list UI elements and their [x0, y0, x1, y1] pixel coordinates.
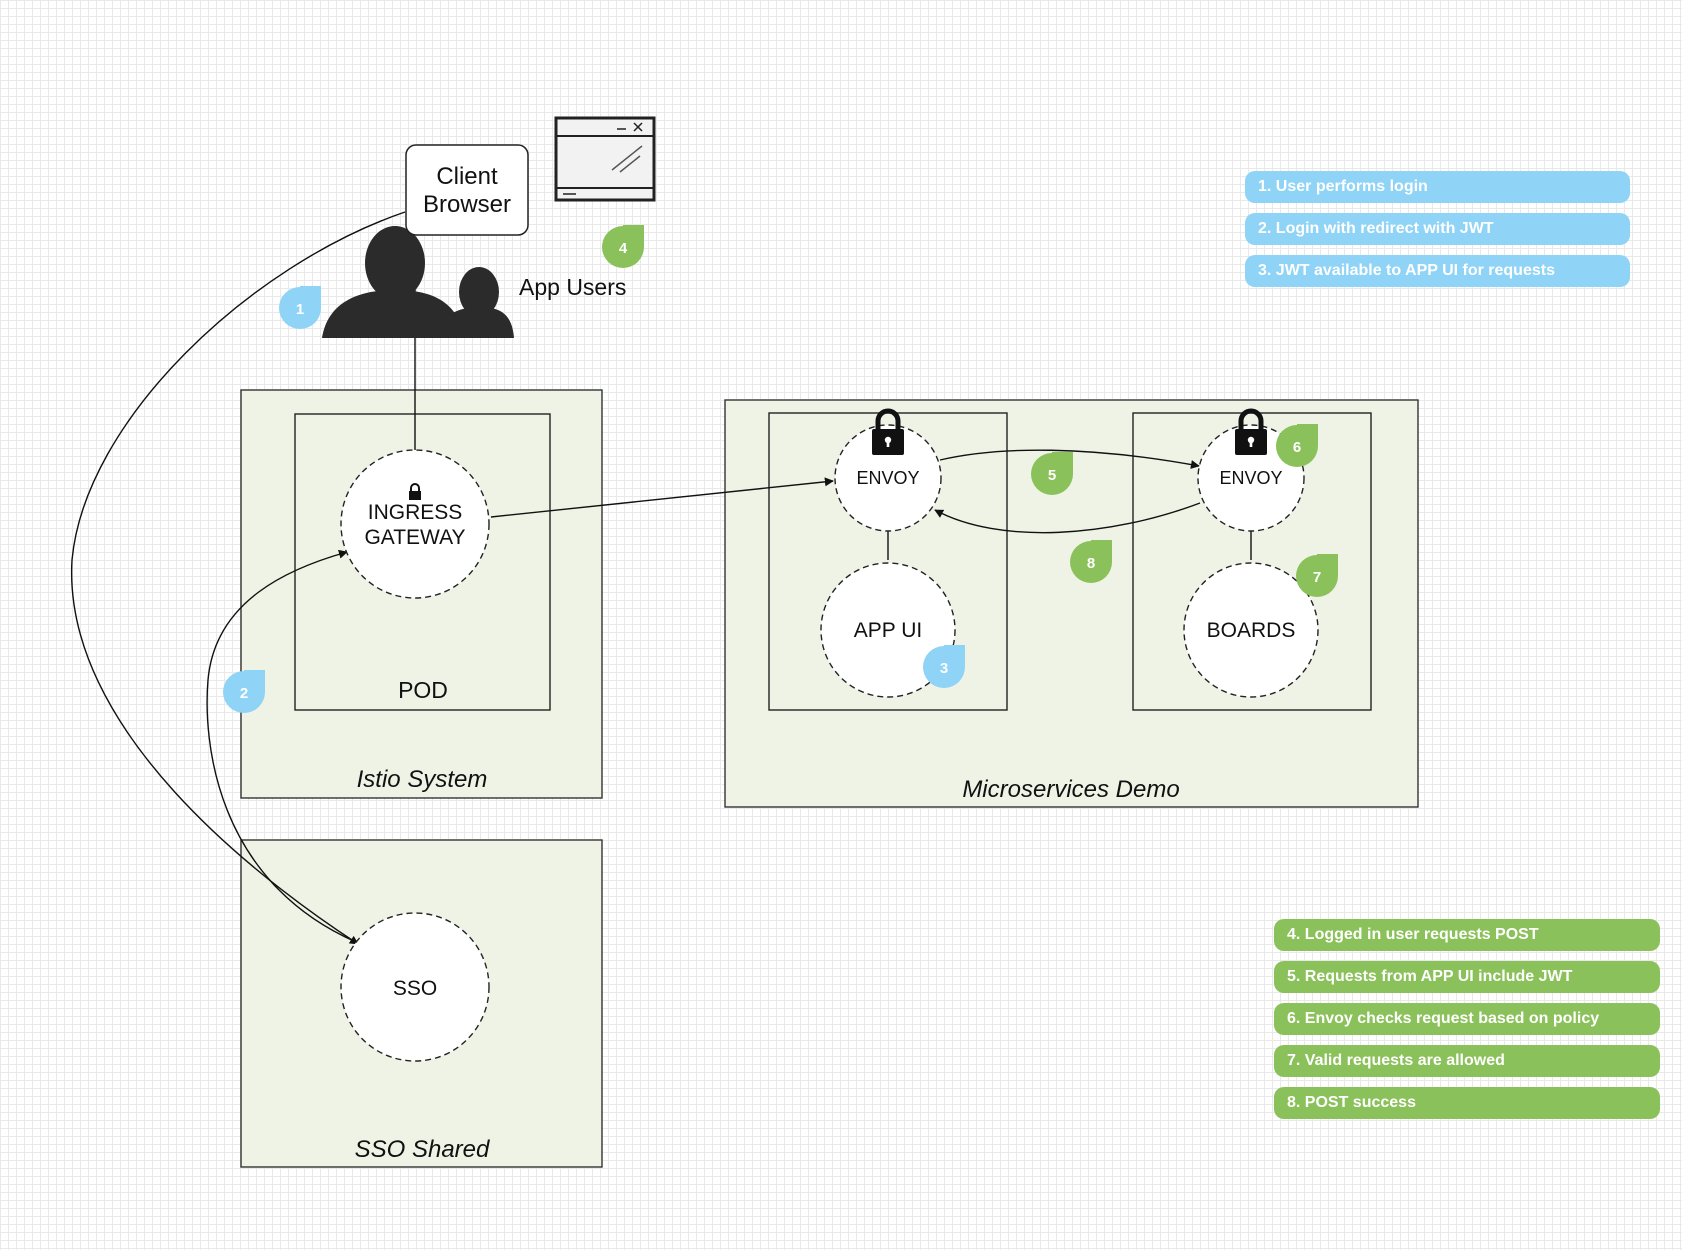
- envoy-right-label: ENVOY: [1219, 468, 1282, 488]
- step-marker-4: 4: [602, 225, 644, 268]
- connector-redirect: [206, 549, 357, 943]
- step-marker-7: 7: [1296, 554, 1338, 597]
- svg-text:5: 5: [1048, 467, 1056, 484]
- sso-node: [340, 912, 490, 1062]
- connector-envoy-envoy-request: [939, 449, 1200, 469]
- ingress-gateway-label-line2: GATEWAY: [364, 526, 465, 549]
- svg-text:3: 3: [940, 660, 948, 677]
- legend-step-1: 1. User performs login: [1245, 171, 1630, 203]
- boards-node: [1183, 562, 1319, 698]
- users-silhouette-icon: [322, 226, 514, 338]
- client-browser-label-line2: Browser: [423, 191, 511, 218]
- svg-text:8: 8: [1087, 555, 1095, 572]
- app-ui-node: [820, 562, 956, 698]
- legend-step-4: 4. Logged in user requests POST: [1274, 919, 1660, 951]
- pod-label: POD: [398, 677, 448, 703]
- step-marker-1: 1: [279, 286, 321, 329]
- client-browser-box: [405, 144, 529, 236]
- connector-login: [71, 211, 406, 945]
- svg-text:7: 7: [1313, 569, 1321, 586]
- connector-ingress-envoy: [490, 477, 834, 518]
- envoy-left-node: [834, 424, 942, 532]
- ingress-gateway-node: [340, 449, 490, 599]
- app-ui-label: APP UI: [854, 619, 922, 642]
- legend-step-2: 2. Login with redirect with JWT: [1245, 213, 1630, 245]
- svg-text:4: 4: [619, 240, 628, 257]
- legend-step-7: 7. Valid requests are allowed: [1274, 1045, 1660, 1077]
- istio-system-label: Istio System: [357, 766, 488, 793]
- envoy-left-label: ENVOY: [856, 468, 919, 488]
- connector-envoy-envoy-response: [934, 502, 1201, 534]
- svg-text:2: 2: [240, 685, 248, 702]
- sso-label: SSO: [393, 977, 437, 1000]
- step-marker-6: 6: [1276, 424, 1318, 467]
- step-marker-8: 8: [1070, 540, 1112, 583]
- step-marker-2: 2: [223, 670, 265, 713]
- browser-window-icon: [554, 116, 656, 202]
- svg-text:1: 1: [296, 301, 304, 318]
- sso-shared-label: SSO Shared: [355, 1136, 490, 1163]
- step-marker-5: 5: [1031, 452, 1073, 495]
- app-users-label: App Users: [519, 274, 626, 300]
- legend-step-6: 6. Envoy checks request based on policy: [1274, 1003, 1660, 1035]
- client-browser-label-line1: Client: [436, 163, 498, 190]
- pod-box: [294, 413, 551, 711]
- legend-step-3: 3. JWT available to APP UI for requests: [1245, 255, 1630, 287]
- boards-label: BOARDS: [1207, 619, 1296, 642]
- ingress-gateway-label-line1: INGRESS: [368, 501, 463, 524]
- microservices-demo-label: Microservices Demo: [962, 776, 1179, 803]
- svg-text:6: 6: [1293, 439, 1301, 456]
- legend-step-5: 5. Requests from APP UI include JWT: [1274, 961, 1660, 993]
- step-marker-3: 3: [923, 645, 965, 688]
- legend-step-8: 8. POST success: [1274, 1087, 1660, 1119]
